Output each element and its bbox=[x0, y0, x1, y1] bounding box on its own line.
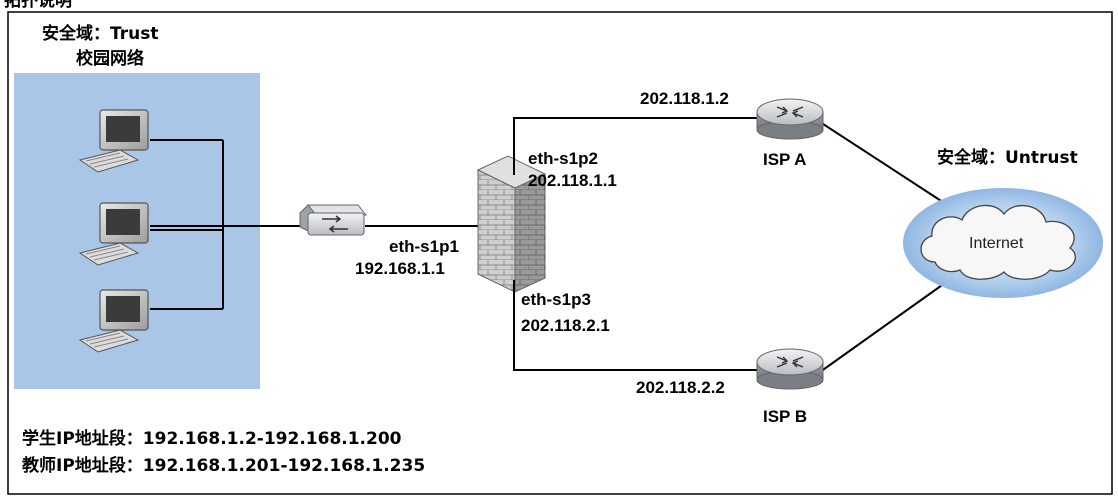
svg-text:拓扑说明: 拓扑说明 bbox=[4, 0, 72, 11]
firewall-port1-name: eth-s1p1 bbox=[389, 237, 459, 256]
switch-icon bbox=[299, 204, 368, 236]
student-ip-range: 学生IP地址段：192.168.1.2-192.168.1.200 bbox=[22, 428, 402, 449]
firewall-icon bbox=[476, 155, 547, 293]
diagram-frame bbox=[7, 11, 1113, 495]
isp-a-router-icon bbox=[756, 98, 824, 140]
firewall-port1-ip: 192.168.1.1 bbox=[355, 259, 445, 278]
header-cut-text: 拓扑说明 bbox=[4, 0, 72, 11]
isp-b-name: ISP B bbox=[763, 407, 807, 426]
pc-2-icon bbox=[78, 202, 149, 266]
firewall-port2-ip: 202.118.1.1 bbox=[528, 171, 617, 190]
firewall-port3-ip: 202.118.2.1 bbox=[521, 316, 610, 335]
pc-3-icon bbox=[78, 289, 149, 353]
trust-zone-title: 安全域：Trust bbox=[42, 23, 158, 44]
isp-b-ip: 202.118.2.2 bbox=[636, 378, 725, 397]
internet-cloud-icon: Internet bbox=[903, 188, 1103, 298]
wan-links bbox=[513, 117, 953, 373]
isp-a-ip: 202.118.1.2 bbox=[640, 89, 729, 108]
trust-zone-subtitle: 校园网络 bbox=[76, 48, 144, 69]
campus-wiring bbox=[150, 139, 478, 310]
isp-b-router-icon bbox=[756, 348, 824, 390]
untrust-zone-title: 安全域：Untrust bbox=[937, 147, 1078, 168]
firewall-port3-name: eth-s1p3 bbox=[521, 290, 591, 309]
firewall-port2-name: eth-s1p2 bbox=[528, 149, 598, 168]
internet-label: Internet bbox=[969, 235, 1024, 252]
isp-a-name: ISP A bbox=[763, 150, 806, 169]
teacher-ip-range: 教师IP地址段：192.168.1.201-192.168.1.235 bbox=[21, 455, 425, 476]
pc-1-icon bbox=[78, 109, 149, 173]
